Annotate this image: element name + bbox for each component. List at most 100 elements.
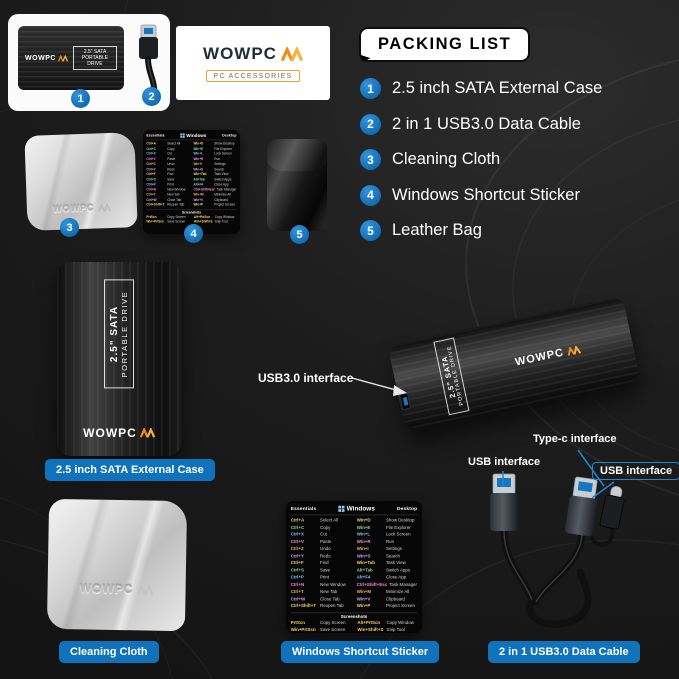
item-label: 2 in 1 USB3.0 Data Cable (392, 114, 581, 133)
item-label: Cleaning Cloth (392, 150, 501, 168)
badge-4: 4 (184, 224, 203, 243)
item-number-badge: 1 (360, 78, 381, 99)
item-label: 2.5 inch SATA External Case (392, 79, 603, 97)
brand-logo-row: WOWPC (203, 44, 303, 64)
case-and-cable-photo-card: WOWPC 2.5" SATA PORTABLE DRIVE (8, 14, 170, 111)
item-label: Windows Shortcut Sticker (392, 185, 580, 204)
packing-list-item: 1 2.5 inch SATA External Case (360, 78, 602, 99)
packing-list-item: 5 Leather Bag (360, 220, 602, 241)
brand-tagline: PC ACCESSORIES (205, 70, 301, 82)
windows-logo-icon (338, 505, 345, 512)
item-number-badge: 5 (360, 220, 381, 241)
wowpc-w-logo-icon (567, 344, 582, 356)
sticker-header: Essentials Windows Desktop (146, 133, 236, 138)
cleaning-cloth-photo-large: WOWPC (46, 498, 188, 632)
wowpc-w-logo-icon (280, 46, 303, 61)
packing-list-item: 2 2 in 1 USB3.0 Data Cable (360, 113, 602, 135)
item-number-badge: 4 (360, 184, 381, 206)
packing-list-title: PACKING LIST (359, 27, 531, 62)
enclosure-spec-box: 2.5" SATA PORTABLE DRIVE (72, 46, 117, 70)
sticker-essentials-header: Essentials (146, 133, 165, 138)
wowpc-w-logo-icon (136, 583, 154, 596)
item-number-badge: 3 (360, 149, 381, 170)
sticker-desktop-header: Desktop (397, 506, 418, 512)
packing-list-item: 4 Windows Shortcut Sticker (360, 184, 602, 206)
enclosure-top-view-photo: WOWPC 2.5" SATA PORTABLE DRIVE (18, 26, 124, 90)
cleaning-cloth-photo-small: WOWPC (24, 132, 138, 231)
wowpc-w-logo-icon (139, 428, 155, 438)
sticker-header: Essentials Windows Desktop (291, 505, 417, 512)
badge-5: 5 (290, 225, 309, 244)
brand-logo: WOWPC (25, 54, 68, 62)
brand-logo: WOWPC (57, 426, 181, 440)
usb-interface-callout-right: USB interface (592, 462, 679, 480)
brand-name: WOWPC (25, 54, 56, 62)
enclosure-spec-box: 2.5" SATA PORTABLE DRIVE (104, 279, 134, 389)
wowpc-w-logo-icon (97, 202, 111, 212)
item-label: Leather Bag (392, 221, 482, 239)
packing-list-item: 3 Cleaning Cloth (360, 149, 602, 170)
two-in-one-cable-photo (490, 473, 625, 628)
caption-shortcut-sticker: Windows Shortcut Sticker (281, 641, 440, 663)
brand-card: WOWPC PC ACCESSORIES (176, 26, 330, 100)
brand-logo: WOWPC (53, 202, 111, 214)
enclosure-spec-box: 2.5" SATA PORTABLE DRIVE (433, 337, 470, 416)
sticker-title: Windows (180, 133, 206, 138)
leather-bag-photo (267, 139, 327, 231)
item-number-badge: 2 (360, 113, 381, 135)
windows-logo-icon (180, 133, 185, 138)
brand-name: WOWPC (203, 44, 277, 63)
caption-data-cable: 2 in 1 USB3.0 Data Cable (488, 641, 640, 663)
sticker-essentials-header: Essentials (290, 506, 317, 512)
